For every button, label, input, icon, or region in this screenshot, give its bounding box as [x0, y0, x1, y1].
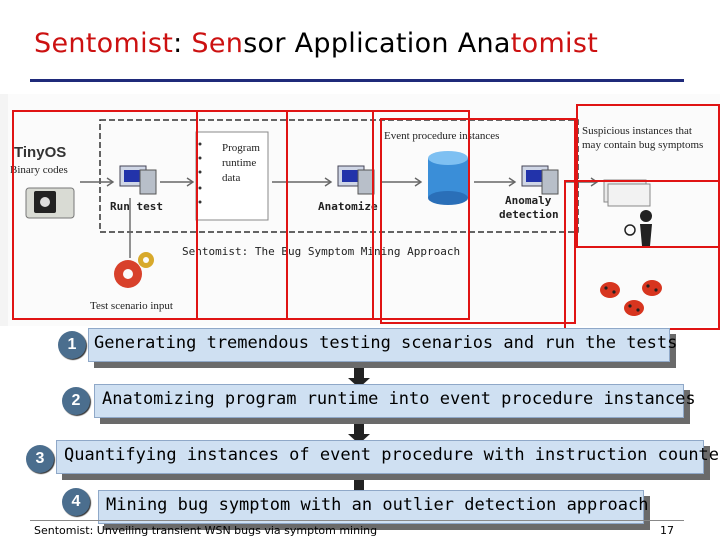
computer-icon-run	[119, 165, 157, 195]
down-arrow-icon	[348, 424, 370, 444]
step-3-badge: 3	[26, 445, 54, 473]
anomaly-detection-label-2: detection	[499, 208, 559, 221]
highlight-box-suspicious	[576, 104, 720, 248]
runtime-data-label-3: data	[222, 172, 241, 184]
database-icon	[428, 151, 468, 205]
slide-title: Sentomist: Sensor Application Anatomist	[34, 28, 599, 59]
step-2-badge: 2	[62, 387, 90, 415]
suspicious-label-2: may contain bug symptoms	[582, 139, 704, 151]
gear-icon	[114, 252, 154, 288]
footer-divider	[30, 520, 684, 521]
run-test-label: Run test	[110, 200, 163, 213]
step-4-badge: 4	[62, 488, 90, 516]
step-1-text: Generating tremendous testing scenarios …	[94, 333, 678, 353]
page-number: 17	[660, 524, 674, 537]
step-3-text: Quantifying instances of event procedure…	[64, 445, 720, 465]
step-2: Anatomizing program runtime into event p…	[94, 384, 696, 424]
title-divider	[30, 79, 684, 82]
approach-diagram: TinyOS Binary codes Program runtime data…	[0, 94, 720, 330]
highlight-box-instances	[372, 110, 470, 320]
diagram-graphics	[25, 119, 662, 316]
step-2-text: Anatomizing program runtime into event p…	[102, 389, 696, 409]
event-procedure-instances-label: Event procedure instances	[384, 130, 500, 142]
computer-icon-detect	[521, 165, 559, 195]
step-1-badge: 1	[58, 331, 86, 359]
runtime-data-label-1: Program	[222, 142, 260, 154]
test-scenario-input-label: Test scenario input	[90, 300, 173, 312]
bug-icons	[600, 280, 662, 316]
highlight-box-runtime	[286, 110, 374, 320]
highlight-box-detect	[380, 118, 576, 324]
highlight-box-bugs	[564, 180, 720, 330]
footer-text: Sentomist: Unveiling transient WSN bugs …	[34, 524, 378, 537]
suspicious-label-1: Suspicious instances that	[582, 125, 692, 137]
binary-code-icon	[25, 187, 75, 219]
down-arrow-icon	[348, 368, 370, 388]
approach-caption: Sentomist: The Bug Symptom Mining Approa…	[182, 245, 461, 258]
computer-icon-anatomize	[337, 165, 375, 195]
binary-codes-label: Binary codes	[10, 164, 68, 176]
step-1: Generating tremendous testing scenarios …	[88, 328, 677, 368]
suspicious-instances-icon	[603, 179, 651, 207]
highlight-box-run	[196, 110, 288, 320]
step-4: Mining bug symptom with an outlier detec…	[98, 490, 650, 530]
detective-icon	[624, 210, 652, 246]
highlight-box-binary	[12, 110, 198, 320]
anatomize-label: Anatomize	[318, 200, 378, 213]
step-4-text: Mining bug symptom with an outlier detec…	[106, 495, 649, 515]
runtime-data-label-2: runtime	[222, 157, 257, 169]
tinyos-logo: TinyOS	[14, 144, 67, 161]
step-3: Quantifying instances of event procedure…	[56, 440, 720, 480]
anomaly-detection-label-1: Anomaly	[505, 194, 552, 207]
